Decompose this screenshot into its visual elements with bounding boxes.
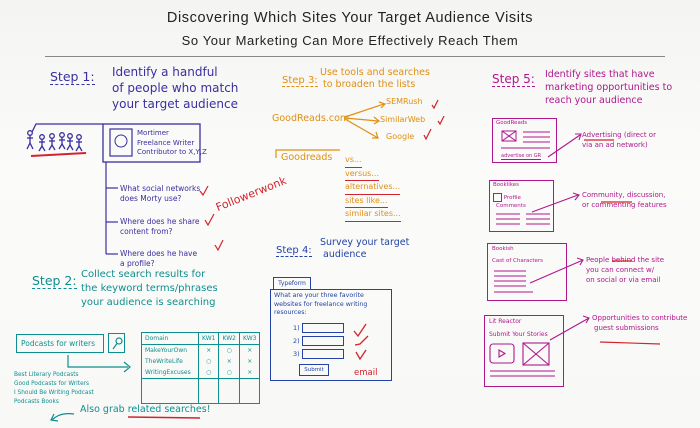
persona-detail: Contributor to X,Y,Z <box>137 148 207 156</box>
step2-description: Collect search results for the keyword t… <box>81 269 218 308</box>
persona-name: Mortimer <box>137 129 169 137</box>
image-placeholder-icon <box>522 342 550 366</box>
step3-description: Use tools and searches to broaden the li… <box>320 67 430 90</box>
title-line-2: So Your Marketing Can More Effectively R… <box>181 33 519 48</box>
image-placeholder-icon <box>501 130 550 149</box>
related-searches-note: Also grab related searches! <box>80 404 211 415</box>
site-card-bookish: Bookish Cast of Characters <box>487 243 567 301</box>
step4-heading: Step 4: <box>276 238 312 257</box>
profile-avatar-icon <box>493 193 502 202</box>
stick-figures-icon <box>26 123 103 152</box>
step3-label: Step 3: <box>282 75 318 87</box>
tool-similarweb: SimilarWeb <box>380 115 426 124</box>
step1-label: Step 1: <box>50 69 95 85</box>
video-play-icon <box>489 343 515 364</box>
step1-heading: Step 1: <box>50 66 95 85</box>
related-searches-list: Best Literary Podcasts Good Podcasts for… <box>14 372 94 405</box>
search-query-box: Podcasts for writers <box>16 334 104 353</box>
goodreads-search-box: Goodreads <box>281 152 333 163</box>
persona-role: Freelance Writer <box>137 138 195 147</box>
keyword-table: Domain KW1 KW2 KW3 MakeYourOwn × ○ × The… <box>141 332 261 404</box>
table-row: MakeYourOwn × ○ × <box>141 344 261 356</box>
site-card-litreactor: Lit Reactor Submit Your Stories <box>484 315 564 387</box>
survey-field-2: 2) <box>293 335 344 348</box>
search-modifiers: vs... versus... alternatives... sites li… <box>345 154 401 222</box>
step1-description: Identify a handful of people who match y… <box>112 65 239 111</box>
step5-label: Step 5: <box>492 72 535 87</box>
table-row: TheWriteLife ○ × × <box>141 356 261 367</box>
survey-form: What are your three favorite websites fo… <box>270 289 392 381</box>
step5-description: Identify sites that have marketing oppor… <box>545 69 673 106</box>
step4-label: Step 4: <box>276 245 312 257</box>
step4-description: Survey your target audience <box>320 237 410 260</box>
site-note-community: Community, discussion, or commenting fea… <box>582 191 667 209</box>
tool-semrush: SEMRush <box>386 97 423 106</box>
survey-question: What are your three favorite websites fo… <box>274 292 368 316</box>
email-note: email <box>354 368 378 378</box>
survey-submit-button: Submit <box>299 364 329 376</box>
site-card-goodreads: GoodReads advertise on GR <box>492 118 557 163</box>
site-note-advertising: Advertising (direct or via an ad network… <box>582 131 656 149</box>
text-lines-icon <box>496 213 550 225</box>
step5-heading: Step 5: <box>492 68 535 87</box>
source-site: GoodReads.com <box>272 113 350 124</box>
table-row-empty <box>141 378 261 404</box>
step2-heading: Step 2: <box>32 270 77 289</box>
site-note-people: People behind the site you can connect w… <box>586 256 665 284</box>
typeform-tab: Typeform <box>273 277 311 290</box>
question-1: What social networks does Morty use? <box>120 184 201 203</box>
search-icon <box>108 333 125 353</box>
question-2: Where does he share content from? <box>120 217 200 236</box>
site-note-guest: Opportunities to contribute guest submis… <box>592 314 688 332</box>
table-row: WritingExcuses ○ ○ × <box>141 367 261 379</box>
text-lines-icon <box>494 270 533 293</box>
site-card-booklikes: Booklikes Profile Comments <box>489 180 554 232</box>
survey-field-3: 3) <box>293 348 344 361</box>
survey-field-1: 1) <box>293 322 344 335</box>
step3-heading: Step 3: <box>282 68 318 87</box>
tool-google: Google <box>386 132 415 141</box>
survey-fields: 1) 2) 3) <box>293 322 344 361</box>
title-underline <box>45 56 665 57</box>
red-underline <box>30 152 87 157</box>
persona-card: Mortimer Freelance Writer Contributor to… <box>137 129 207 158</box>
step2-label: Step 2: <box>32 273 77 289</box>
profile-row: Profile <box>493 193 521 202</box>
table-header-row: Domain KW1 KW2 KW3 <box>141 332 261 345</box>
question-3: Where does he have a profile? <box>120 249 198 268</box>
title-line-1: Discovering Which Sites Your Target Audi… <box>166 10 534 26</box>
